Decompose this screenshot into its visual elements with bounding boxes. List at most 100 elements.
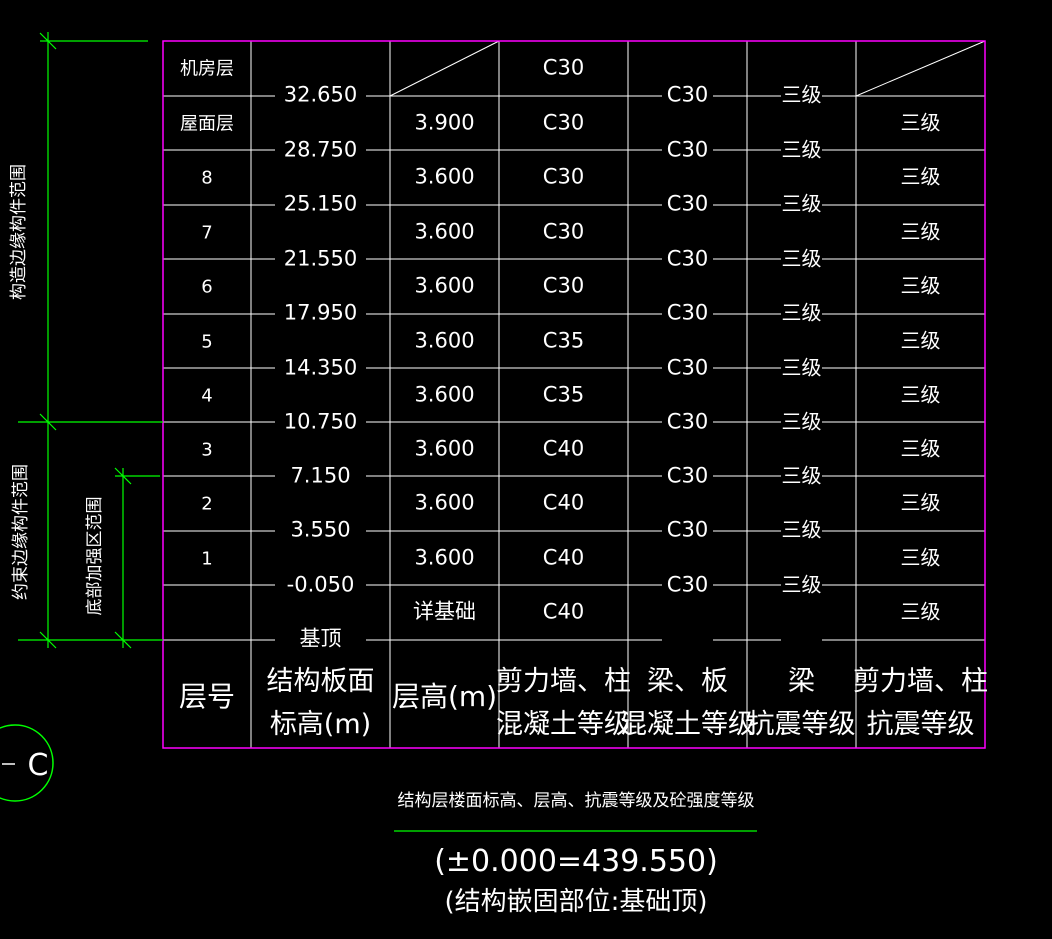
- floor-elevation: 14.350: [284, 356, 357, 380]
- floor-elevation: 基顶: [300, 627, 342, 651]
- beam-seismic-grade: 三级: [782, 301, 822, 325]
- header-label: 剪力墙、柱: [496, 666, 631, 697]
- floor-name: 1: [201, 548, 212, 569]
- range-dim-slash-1: [39, 32, 57, 50]
- range-dim-slash-2: [39, 413, 57, 431]
- wall-seismic-grade: 三级: [901, 110, 941, 134]
- floor-elevation: 28.750: [284, 138, 357, 162]
- header-label: 梁: [788, 666, 815, 697]
- wall-seismic-grade: 三级: [901, 545, 941, 569]
- wall-seismic-grade: 三级: [901, 382, 941, 406]
- floor-elevation: 7.150: [290, 464, 350, 488]
- wall-concrete-grade: C30: [543, 164, 584, 188]
- floor-name: 4: [201, 385, 212, 406]
- floor-name: 5: [201, 331, 212, 352]
- beam-concrete-grade: C30: [667, 464, 708, 488]
- floor-elevation: 21.550: [284, 247, 357, 271]
- floor-elevation: 17.950: [284, 301, 357, 325]
- wall-concrete-grade: C30: [543, 273, 584, 297]
- wall-concrete-grade: C30: [543, 55, 584, 79]
- range-label-base: 底部加强区范围: [85, 497, 105, 616]
- axis-bubble-label: C: [28, 748, 49, 783]
- floor-elevation: 10.750: [284, 410, 357, 434]
- floor-name: 2: [201, 493, 212, 514]
- beam-seismic-grade: 三级: [782, 464, 822, 488]
- floor-height: 3.900: [414, 110, 474, 134]
- floor-elevation: 32.650: [284, 83, 357, 107]
- wall-seismic-grade: 三级: [901, 436, 941, 460]
- beam-concrete-grade: C30: [667, 573, 708, 597]
- header-label: 标高(m): [270, 709, 371, 740]
- empty-cell-diagonal: [855, 40, 986, 97]
- floor-height: 3.600: [414, 382, 474, 406]
- table-grid: [163, 40, 986, 748]
- header-label: 剪力墙、柱: [853, 666, 988, 697]
- beam-seismic-grade: 三级: [782, 518, 822, 542]
- wall-seismic-grade: 三级: [901, 164, 941, 188]
- wall-seismic-grade: 三级: [901, 328, 941, 352]
- floor-name: 6: [201, 276, 212, 297]
- floor-height: 3.600: [414, 328, 474, 352]
- beam-concrete-grade: C30: [667, 301, 708, 325]
- wall-concrete-grade: C40: [543, 436, 584, 460]
- wall-concrete-grade: C30: [543, 110, 584, 134]
- range-label-lower: 约束边缘构件范围: [11, 464, 31, 600]
- beam-concrete-grade: C30: [667, 138, 708, 162]
- beam-seismic-grade: 三级: [782, 247, 822, 271]
- beam-seismic-grade: 三级: [782, 356, 822, 380]
- beam-seismic-grade: 三级: [782, 192, 822, 216]
- floor-elevation: 25.150: [284, 192, 357, 216]
- floor-height: 3.600: [414, 490, 474, 514]
- range-dimensions: [18, 32, 163, 649]
- floor-height: 详基础: [413, 599, 476, 623]
- range-dim-slash-3: [39, 631, 57, 649]
- beam-seismic-grade: 三级: [782, 573, 822, 597]
- wall-concrete-grade: C35: [543, 328, 584, 352]
- floor-elevation: -0.050: [287, 573, 355, 597]
- table-frame: [162, 40, 986, 749]
- floor-name: 8: [201, 167, 212, 188]
- beam-concrete-grade: C30: [667, 518, 708, 542]
- header-label: 结构板面: [267, 666, 375, 697]
- header-label: 混凝土等级: [496, 709, 631, 740]
- header-label: 梁、板: [647, 666, 728, 697]
- range-label-upper: 构造边缘构件范围: [9, 164, 29, 300]
- wall-concrete-grade: C40: [543, 490, 584, 514]
- beam-seismic-grade: 三级: [782, 410, 822, 434]
- wall-seismic-grade: 三级: [901, 490, 941, 514]
- floor-height: 3.600: [414, 164, 474, 188]
- wall-concrete-grade: C30: [543, 219, 584, 243]
- range-dim-slash-5: [114, 631, 132, 649]
- floor-height: 3.600: [414, 545, 474, 569]
- floor-elevation: 3.550: [290, 518, 350, 542]
- beam-seismic-grade: 三级: [782, 138, 822, 162]
- header-label: 混凝土等级: [620, 709, 755, 740]
- beam-concrete-grade: C30: [667, 83, 708, 107]
- axis-bubble-circle: [0, 724, 54, 802]
- beam-concrete-grade: C30: [667, 192, 708, 216]
- header-label: 抗震等级: [867, 709, 975, 740]
- floor-name: 7: [201, 222, 212, 243]
- wall-concrete-grade: C40: [543, 599, 584, 623]
- caption-embed: (结构嵌固部位:基础顶): [444, 887, 707, 917]
- beam-concrete-grade: C30: [667, 247, 708, 271]
- header-label: 层号: [179, 680, 235, 713]
- floor-height: 3.600: [414, 436, 474, 460]
- empty-cell-diagonal: [389, 40, 500, 97]
- floor-height: 3.600: [414, 219, 474, 243]
- header-label: 层高(m): [392, 680, 497, 713]
- wall-concrete-grade: C40: [543, 545, 584, 569]
- caption-datum: (±0.000=439.550): [434, 844, 718, 879]
- beam-seismic-grade: 三级: [782, 83, 822, 107]
- range-dim-slash-4: [114, 467, 132, 485]
- wall-seismic-grade: 三级: [901, 273, 941, 297]
- wall-seismic-grade: 三级: [901, 599, 941, 623]
- beam-concrete-grade: C30: [667, 410, 708, 434]
- floor-name: 机房层: [180, 58, 234, 79]
- header-label: 抗震等级: [748, 709, 856, 740]
- floor-name: 3: [201, 439, 212, 460]
- caption-title: 结构层楼面标高、层高、抗震等级及砼强度等级: [398, 791, 755, 811]
- beam-concrete-grade: C30: [667, 356, 708, 380]
